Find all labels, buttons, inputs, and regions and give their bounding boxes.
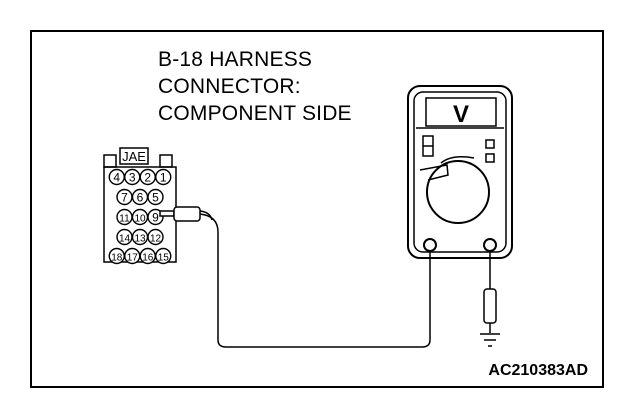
meter-jack-positive[interactable] <box>423 238 437 252</box>
connector-pin-16: 16 <box>139 247 156 265</box>
pin-number: 6 <box>137 191 144 205</box>
connector-maker-label: JAE <box>122 149 146 164</box>
pin-cavity <box>155 168 172 186</box>
pin-number: 7 <box>121 191 128 205</box>
pin-cavity <box>147 228 164 246</box>
meter-jack-negative[interactable] <box>483 238 497 252</box>
pin-number: 4 <box>113 171 120 185</box>
connector-pin-17: 17 <box>124 247 141 265</box>
pin-number: 14 <box>119 234 131 245</box>
connector-pin-10: 10 <box>131 208 149 226</box>
ground-probe-body <box>483 288 497 324</box>
connector-pin-1: 1 <box>155 168 172 186</box>
connector-title: B-18 HARNESS CONNECTOR: COMPONENT SIDE <box>158 46 352 127</box>
meter-display-symbol: V <box>453 101 469 128</box>
pin-number: 16 <box>142 253 154 264</box>
connector-pin-13: 13 <box>131 228 149 246</box>
pin-number: 15 <box>158 253 170 264</box>
meter-inner-case <box>413 91 507 253</box>
meter-rotary-dial[interactable] <box>426 160 490 224</box>
figure-code: AC210383AD <box>488 362 588 379</box>
meter-dial-arc <box>440 156 475 164</box>
pin-number: 9 <box>152 211 159 225</box>
pin-number: 10 <box>134 214 146 225</box>
pin-number: 18 <box>111 253 123 264</box>
pin-number: 11 <box>119 214 130 225</box>
meter-indicator-bottom-right <box>485 153 495 163</box>
title-line-1: B-18 HARNESS <box>158 48 313 71</box>
connector-pin-5: 5 <box>147 188 164 206</box>
title-line-2: CONNECTOR: <box>158 75 301 98</box>
connector-pin-3: 3 <box>124 168 141 186</box>
connector-pin-7: 7 <box>116 188 133 206</box>
pin-number: 1 <box>160 171 167 185</box>
test-lead-positive <box>199 213 431 348</box>
pin-number: 5 <box>152 191 159 205</box>
ground-lead <box>480 250 500 347</box>
meter-indicator-top-right <box>485 139 495 149</box>
connector-pin-11: 11 <box>116 208 133 226</box>
connector-tab-right <box>159 154 173 168</box>
probe-handle <box>173 206 201 222</box>
pin-number: 12 <box>150 234 162 245</box>
meter-display <box>425 97 497 127</box>
pin-number: 13 <box>134 234 146 245</box>
diagram-frame <box>30 30 604 388</box>
connector-body <box>103 166 177 263</box>
voltmeter: V <box>407 85 513 259</box>
pin-number: 17 <box>127 253 139 264</box>
connector-latch <box>119 147 149 165</box>
connector-pin-2: 2 <box>139 168 156 186</box>
pin-number: 3 <box>129 171 136 185</box>
connector-pin-18: 18 <box>108 247 125 265</box>
pin-cavity <box>147 188 164 206</box>
harness-connector: JAE <box>103 147 177 263</box>
connector-pin-14: 14 <box>116 228 133 246</box>
connector-pin-12: 12 <box>147 228 164 246</box>
connector-tab-left <box>103 154 117 168</box>
title-line-3: COMPONENT SIDE <box>158 102 352 125</box>
meter-dial-pointer <box>419 164 449 181</box>
connector-pin-15: 15 <box>155 247 172 265</box>
connector-pin-4: 4 <box>108 168 125 186</box>
connector-pin-6: 6 <box>131 188 149 206</box>
pin-number: 2 <box>144 171 151 185</box>
probe-tip <box>159 210 175 217</box>
pin-cavity <box>155 247 172 265</box>
ground-icon <box>480 333 500 347</box>
meter-outer-case <box>407 85 513 259</box>
